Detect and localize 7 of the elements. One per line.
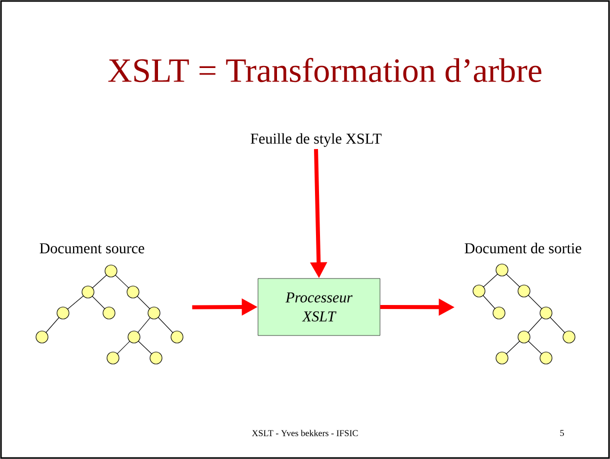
text-label: Document de sortie (464, 242, 582, 254)
footer-text: 5 (560, 430, 564, 436)
slide-title: XSLT = Transformation d’arbre (108, 58, 542, 82)
footer-text: XSLT - Yves bekkers - IFSIC (252, 430, 358, 436)
text-label: Document source (40, 243, 144, 254)
text-label: Feuille de style XSLT (250, 133, 382, 147)
process-box: Processeur XSLT (258, 278, 380, 336)
